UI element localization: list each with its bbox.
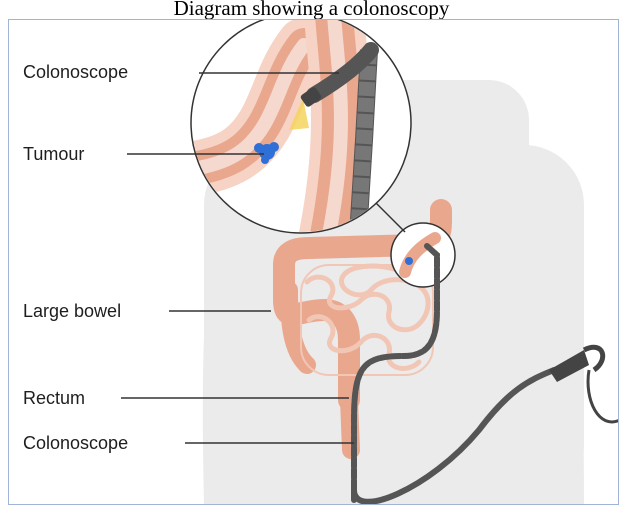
label-colonoscope-top: Colonoscope [23,62,128,82]
label-tumour: Tumour [23,144,84,164]
label-colonoscope-bottom: Colonoscope [23,433,128,453]
label-rectum: Rectum [23,388,85,408]
detail-region-marker [391,223,455,287]
diagram-frame: Colonoscope Tumour Large bowel Rectum Co… [8,19,619,505]
label-large-bowel: Large bowel [23,301,121,321]
